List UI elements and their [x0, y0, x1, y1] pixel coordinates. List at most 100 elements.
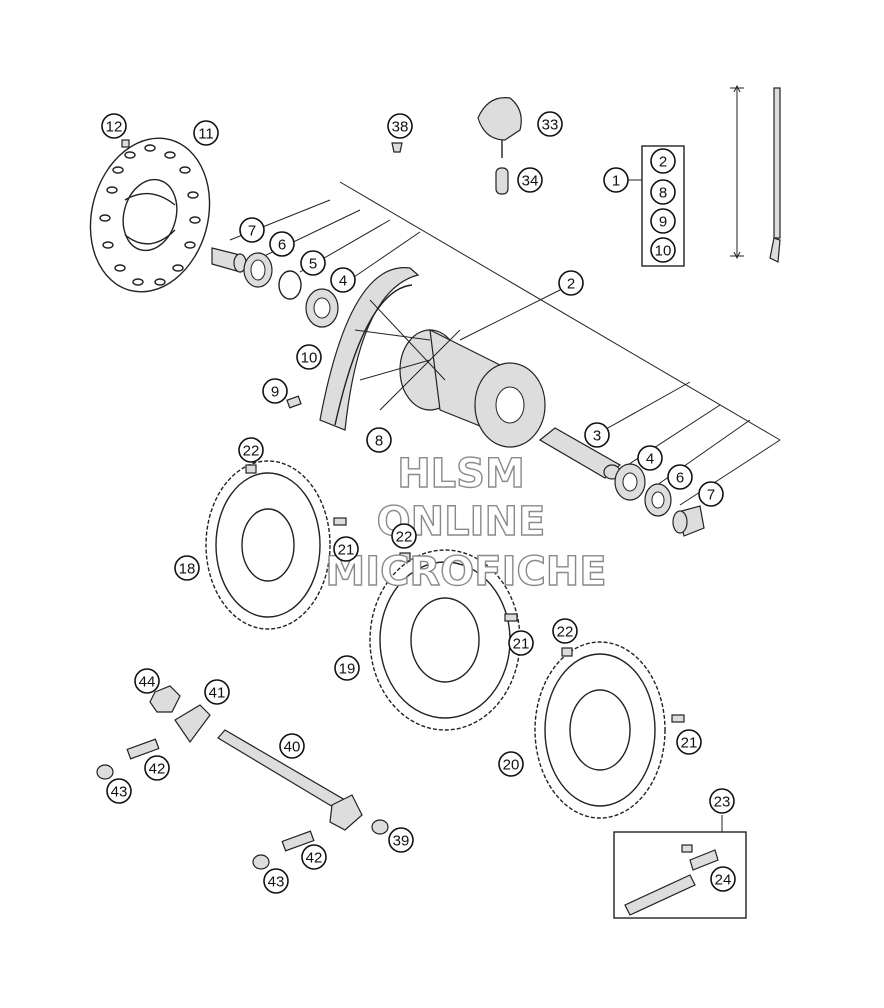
kit-box — [628, 145, 685, 267]
callout-label: 9 — [659, 214, 667, 231]
callout-label: 22 — [557, 624, 574, 641]
callout-42: 42 — [144, 755, 170, 781]
callout-circle — [709, 788, 735, 814]
axle-cap — [371, 819, 389, 835]
callout-33: 33 — [537, 111, 563, 137]
callout-circle — [279, 733, 305, 759]
sprocket-18 — [205, 460, 331, 630]
callout-circle — [330, 267, 356, 293]
callout-circle — [300, 250, 326, 276]
callout-label: 9 — [271, 384, 279, 401]
callout-circle — [193, 120, 219, 146]
callout-1: 1 — [603, 167, 629, 193]
callout-circle — [101, 113, 127, 139]
callout-6: 6 — [269, 231, 295, 257]
callout-4: 4 — [637, 445, 663, 471]
callout-circle — [106, 778, 132, 804]
callout-circle — [698, 481, 724, 507]
watermark-line1: HLSM — [397, 451, 525, 497]
callout-circle — [391, 523, 417, 549]
callout-circle — [650, 208, 676, 234]
callout-label: 6 — [676, 470, 684, 487]
callout-label: 22 — [396, 529, 413, 546]
callout-circle — [498, 751, 524, 777]
callout-circle — [296, 344, 322, 370]
callout-label: 34 — [522, 173, 539, 190]
callout-circle — [667, 464, 693, 490]
spacer-right — [672, 505, 705, 537]
callout-label: 7 — [248, 223, 256, 240]
callout-20: 20 — [498, 751, 524, 777]
bearing-left — [305, 288, 339, 328]
callout-label: 11 — [198, 126, 214, 143]
callout-24: 24 — [710, 866, 736, 892]
callout-circle — [333, 536, 359, 562]
callout-circle — [262, 378, 288, 404]
axle-nut — [149, 685, 181, 713]
callout-circle — [650, 148, 676, 174]
callout-label: 40 — [284, 739, 301, 756]
callout-label: 44 — [139, 674, 156, 691]
callout-label: 24 — [715, 872, 732, 889]
callout-8: 8 — [650, 179, 676, 205]
callout-label: 12 — [106, 119, 123, 136]
callout-circle — [388, 827, 414, 853]
nut-left — [96, 764, 114, 780]
callout-circle — [584, 422, 610, 448]
callout-label: 38 — [392, 119, 409, 136]
callout-circle — [650, 237, 676, 263]
callout-22: 22 — [552, 618, 578, 644]
callout-label: 43 — [268, 874, 285, 891]
seal-left — [243, 252, 273, 288]
callout-label: 21 — [338, 542, 355, 559]
watermark: HLSM ONLINE MICROFICHE — [325, 450, 608, 595]
callout-circle — [517, 167, 543, 193]
callout-circle — [334, 655, 360, 681]
callout-label: 10 — [655, 243, 672, 260]
callout-circle — [239, 217, 265, 243]
callout-label: 3 — [593, 428, 601, 445]
callout-10: 10 — [296, 344, 322, 370]
callout-circle — [558, 270, 584, 296]
callout-42: 42 — [301, 844, 327, 870]
callout-44: 44 — [134, 668, 160, 694]
wheel-hub — [354, 299, 546, 448]
callout-8: 8 — [366, 427, 392, 453]
sprocket-20 — [534, 641, 666, 819]
callout-circle — [204, 679, 230, 705]
circlip — [278, 270, 302, 300]
callout-label: 18 — [179, 561, 196, 578]
callout-3: 3 — [584, 422, 610, 448]
callout-circle — [637, 445, 663, 471]
callout-circle — [387, 113, 413, 139]
callout-label: 21 — [681, 735, 698, 752]
brake-disc — [89, 137, 211, 293]
callout-21: 21 — [333, 536, 359, 562]
callout-label: 19 — [339, 661, 356, 678]
spring-left — [126, 738, 160, 760]
callout-label: 33 — [542, 117, 559, 134]
callout-circle — [710, 866, 736, 892]
cap-part — [391, 142, 403, 153]
spoke — [730, 84, 781, 263]
callout-34: 34 — [517, 167, 543, 193]
callout-4: 4 — [330, 267, 356, 293]
callout-label: 21 — [513, 636, 530, 653]
callout-label: 2 — [659, 154, 667, 171]
sprocket-hardware — [245, 464, 685, 723]
callout-label: 4 — [646, 451, 654, 468]
callout-circle — [134, 668, 160, 694]
callout-10: 10 — [650, 237, 676, 263]
callout-label: 22 — [243, 443, 260, 460]
callout-41: 41 — [204, 679, 230, 705]
callout-circle — [238, 437, 264, 463]
callout-label: 39 — [393, 833, 410, 850]
callout-circle — [144, 755, 170, 781]
callout-11: 11 — [193, 120, 219, 146]
callout-40: 40 — [279, 733, 305, 759]
callout-label: 1 — [612, 173, 620, 190]
callout-circle — [603, 167, 629, 193]
chain-kit-box — [613, 815, 747, 919]
callout-circle — [552, 618, 578, 644]
callout-2: 2 — [558, 270, 584, 296]
